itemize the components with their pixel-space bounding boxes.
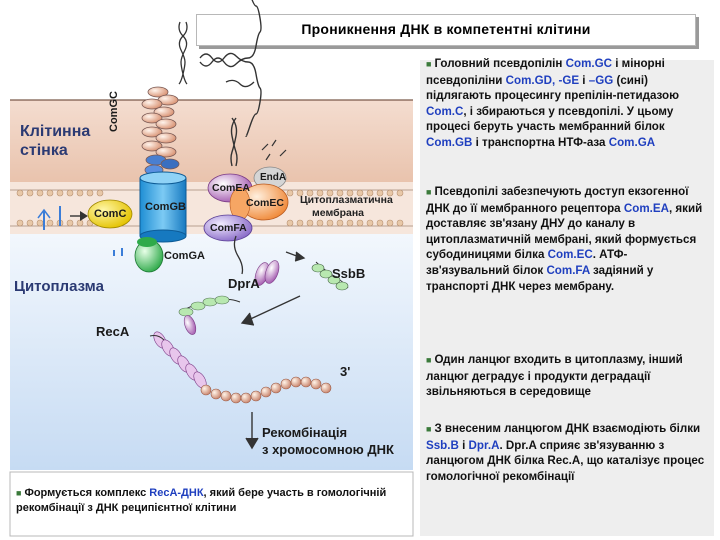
comgb-protein xyxy=(139,171,187,243)
arrow-to-recombination xyxy=(245,412,259,450)
bullet-icon: ■ xyxy=(426,59,432,69)
bullet-icon: ■ xyxy=(16,488,22,498)
right-paragraph-1: ■Головний псевдопілін Com.GC і мінорні п… xyxy=(426,56,710,151)
bottom-caption-text: , який бере участь в гомологічній рекомб… xyxy=(16,487,387,514)
comfa-label: ComFA xyxy=(210,222,247,234)
arrow-to-complex xyxy=(240,295,301,326)
degraded-nucleotides xyxy=(261,139,287,161)
arrow-to-ssbb xyxy=(285,251,306,262)
cell-wall-label: Клітинна стінка xyxy=(20,122,90,160)
right-paragraph-1-text: і мінорні псевдопіліни xyxy=(426,57,665,87)
comga-cap xyxy=(137,237,157,247)
cytoplasm-label: Цитоплазма xyxy=(14,278,104,295)
right-paragraph-1-text: , і збираються у псевдопілі. У цьому про… xyxy=(426,104,674,134)
right-paragraph-1-text: і транспортна НТФ-аза xyxy=(472,135,609,149)
bottom-caption-highlight: RecA-ДНК xyxy=(149,487,204,499)
bullet-icon: ■ xyxy=(426,355,432,365)
comgc-label: ComGC xyxy=(108,91,120,132)
right-paragraph-1-text: Головний псевдопілін xyxy=(434,57,566,70)
cell-wall-label-line2: стінка xyxy=(20,142,68,159)
right-paragraph-1-highlight: Com.GB xyxy=(426,135,473,149)
membrane-label-line2: мембрана xyxy=(312,207,365,219)
cytoplasm xyxy=(10,234,413,470)
right-paragraph-4: ■З внесеним ланцюгом ДНК взаємодіють біл… xyxy=(426,421,710,484)
ssdna-complex xyxy=(178,295,241,335)
bead-chain xyxy=(200,376,332,404)
right-paragraph-1-text: і xyxy=(579,73,589,87)
right-paragraph-1-highlight: –GG xyxy=(588,73,614,87)
bullet-icon: ■ xyxy=(426,424,432,434)
incoming-dna xyxy=(199,0,262,167)
right-paragraph-3-text: Один ланцюг входить в цитоплазму, інший … xyxy=(426,353,683,399)
title-box: Проникнення ДНК в компетентні клітини xyxy=(196,14,696,46)
right-paragraph-3: ■Один ланцюг входить в цитоплазму, інший… xyxy=(426,352,710,400)
right-paragraph-1-text: (сині) підлягають процесингу препілін-пе… xyxy=(426,73,680,103)
recombination-label-line2: з хромосомною ДНК xyxy=(262,442,394,457)
cell-wall-label-line1: Клітинна xyxy=(20,123,91,140)
bottom-caption: ■Формується комплекс RecA-ДНК, який бере… xyxy=(16,486,408,515)
enda-label: EndA xyxy=(260,172,287,183)
lipid-heads xyxy=(16,189,404,227)
right-paragraph-1-highlight: Com.GD, -GE xyxy=(505,73,580,87)
right-paragraph-2-text: . АТФ-зв'язувальний білок xyxy=(426,248,628,277)
right-paragraph-1-highlight: Com.GA xyxy=(608,135,656,149)
comea-label: ComEA xyxy=(212,182,250,194)
outside-area xyxy=(10,60,413,100)
right-paragraph-2-text: , який доставляє зв'язану ДНУ до каналу … xyxy=(426,201,703,262)
comgb-label: ComGB xyxy=(145,201,186,213)
reca-filament xyxy=(153,331,207,389)
dpra-label: DprA xyxy=(228,276,260,291)
right-paragraph-2-highlight: Com.EC xyxy=(547,248,593,262)
recombination-label-line1: Рекомбінація xyxy=(262,425,348,440)
pseudopilus xyxy=(141,86,180,176)
comfa-protein xyxy=(203,214,253,242)
ssbb-label: SsbB xyxy=(332,266,366,281)
membrane-label: Цитоплазматична мембрана xyxy=(300,194,393,220)
single-strand-entering xyxy=(233,235,244,275)
strand-end-label: 3' xyxy=(340,364,351,379)
right-paragraph-4-highlight: Dpr.A xyxy=(468,438,500,452)
bottom-box-frame xyxy=(9,471,414,537)
right-paragraph-2-text: задіяний у транспорті ДНК через мембрану… xyxy=(426,263,654,293)
right-paragraph-2-highlight: Com.FA xyxy=(546,263,590,277)
comec-label: ComEC xyxy=(246,197,284,209)
ssbb-strand xyxy=(311,261,349,291)
prepilin-markers xyxy=(37,206,123,256)
right-paragraph-1-highlight: Com.C xyxy=(426,104,464,118)
reca-pointer xyxy=(149,335,165,341)
bottom-caption-text: Формується комплекс xyxy=(24,487,150,499)
right-paragraph-4-text: З внесеним ланцюгом ДНК взаємодіють білк… xyxy=(434,422,701,435)
reca-label: RecA xyxy=(96,324,130,339)
right-paragraph-4-text: . Dpr.A сприяє зв'язуванню з ланцюгом ДН… xyxy=(426,438,705,483)
right-paragraph-4-text: і xyxy=(458,438,469,452)
right-paragraph-4-highlight: Ssb.B xyxy=(426,438,459,452)
right-panel-bg xyxy=(420,60,714,536)
cell-wall xyxy=(10,100,413,182)
comga-label: ComGA xyxy=(164,250,205,262)
page-title: Проникнення ДНК в компетентні клітини xyxy=(301,21,591,37)
bullet-icon: ■ xyxy=(426,187,432,197)
comc-label: ComC xyxy=(94,208,127,220)
right-paragraph-1-highlight: Com.GC xyxy=(565,57,613,70)
right-paragraph-2-highlight: Com.EA xyxy=(623,201,669,215)
right-paragraph-2-text: Псевдопілі забезпечують доступ екзогенно… xyxy=(426,185,689,215)
dpra-protein xyxy=(254,260,280,286)
comc-protein xyxy=(87,199,133,229)
membrane-label-line1: Цитоплазматична xyxy=(300,194,393,206)
upper-dna xyxy=(178,21,255,88)
recombination-label: Рекомбінація з хромосомною ДНК xyxy=(262,424,394,458)
right-paragraph-2: ■Псевдопілі забезпечують доступ екзогенн… xyxy=(426,184,710,294)
